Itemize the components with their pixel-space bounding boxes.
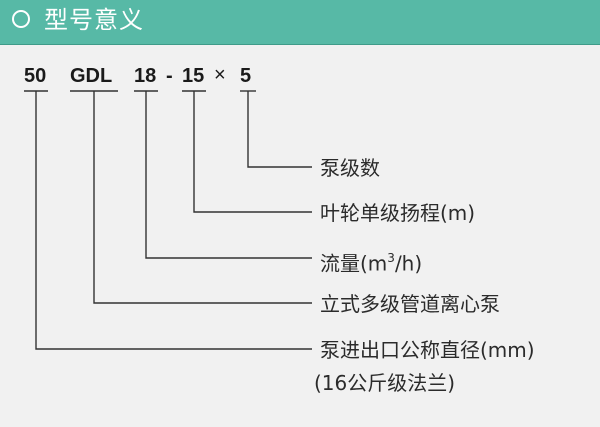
label-flow: 流量(m3/h) [320, 246, 422, 277]
header-bar: 型号意义 [0, 0, 600, 45]
label-diameter: 泵进出口公称直径(mm) [320, 338, 535, 362]
circle-bullet-icon [12, 10, 30, 28]
label-diameter-note: (16公斤级法兰) [314, 371, 456, 395]
leader-series [93, 91, 312, 304]
leader-head [193, 91, 312, 213]
label-type: 立式多级管道离心泵 [320, 292, 500, 316]
leader-diameter [35, 91, 312, 350]
code-times: × [214, 64, 226, 86]
page-title: 型号意义 [44, 6, 144, 34]
label-head: 叶轮单级扬程(m) [320, 201, 476, 225]
code-dash: - [166, 65, 173, 87]
code-series: GDL [70, 65, 113, 87]
label-stages: 泵级数 [320, 156, 380, 180]
code-head: 15 [182, 65, 205, 87]
code-flow: 18 [134, 65, 157, 87]
label-flow-prefix: 流量(m [320, 251, 388, 276]
code-diameter: 50 [24, 65, 47, 87]
label-flow-sup: 3 [387, 251, 395, 265]
code-stages: 5 [240, 65, 252, 87]
label-flow-suffix: /h) [394, 251, 423, 276]
leader-flow [145, 91, 312, 259]
leader-stages [247, 91, 312, 168]
